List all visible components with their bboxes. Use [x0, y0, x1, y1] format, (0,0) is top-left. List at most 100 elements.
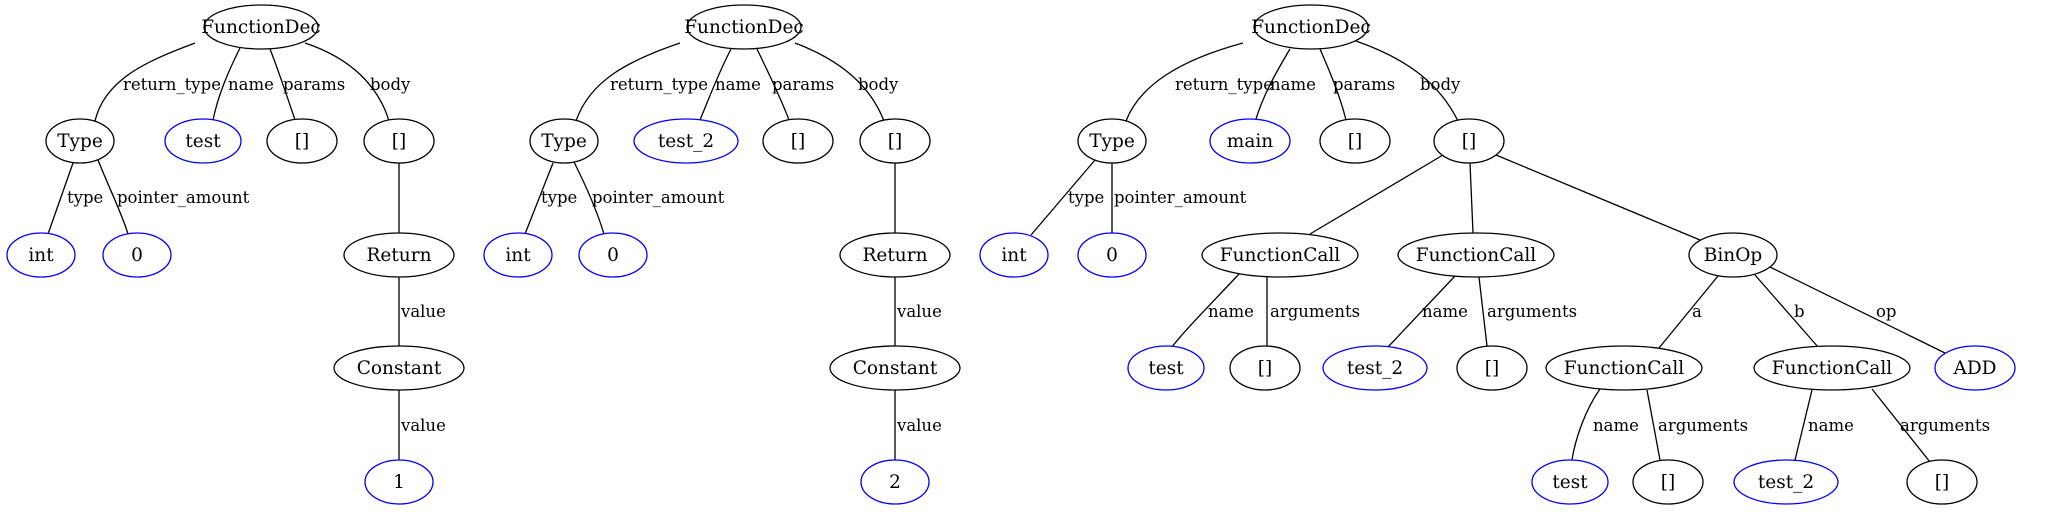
edge-t1_type-t1_ptr: pointer_amount	[97, 159, 250, 235]
node-t3_type: Type	[1077, 118, 1147, 164]
node-t2_constant: Constant	[829, 345, 961, 391]
edge-t3_root-t3_body: body	[1355, 40, 1461, 122]
edge-label: name	[1593, 416, 1639, 435]
edge-line	[1754, 274, 1819, 348]
node-label: FunctionCall	[1416, 245, 1537, 266]
edge-line	[1355, 40, 1459, 122]
edge-label: b	[1794, 302, 1805, 321]
edge-t1_return-t1_constant: value	[398, 277, 446, 346]
edge-t3_binop-t3_a: a	[1658, 275, 1719, 349]
node-ellipse	[529, 118, 599, 164]
node-t3_root: FunctionDec	[1251, 4, 1371, 50]
node-t1_ptr: 0	[102, 232, 172, 278]
edge-label: pointer_amount	[592, 188, 725, 207]
node-ellipse	[1934, 345, 2016, 391]
node-label: Type	[541, 131, 587, 152]
edge-line	[1171, 273, 1240, 348]
edge-line	[1495, 154, 1701, 241]
node-ellipse	[979, 232, 1049, 278]
edge-t3_a-t3_a_name: name	[1571, 388, 1639, 461]
edge-t3_a-t3_a_args: arguments	[1646, 389, 1748, 461]
edge-line	[1469, 162, 1474, 234]
node-ellipse	[839, 232, 951, 278]
edge-line	[1309, 154, 1444, 235]
node-ellipse	[1397, 232, 1555, 278]
node-label: Type	[1089, 131, 1135, 152]
edge-line	[1871, 388, 1931, 463]
node-ellipse	[1253, 4, 1369, 50]
node-ellipse	[6, 232, 76, 278]
edge-line	[1794, 389, 1813, 461]
edge-t3_fc1-t3_fc1_args: arguments	[1266, 277, 1360, 346]
edge-label: arguments	[1900, 416, 1990, 435]
edge-line	[699, 48, 732, 121]
edge-label: params	[1333, 75, 1395, 94]
edge-line	[1125, 42, 1244, 122]
edge-label: value	[400, 416, 446, 435]
node-label: []	[1348, 131, 1362, 152]
edge-line	[794, 42, 885, 122]
edge-t1_root-t1_name: name	[212, 47, 274, 121]
edge-t2_type-t2_ptr: pointer_amount	[573, 161, 725, 235]
node-t3_b: FunctionCall	[1753, 345, 1911, 391]
edge-t3_root-t3_params: params	[1319, 48, 1395, 121]
edge-t1_constant-t1_value: value	[398, 390, 446, 460]
node-ellipse	[1319, 118, 1391, 164]
edge-line	[94, 42, 196, 122]
edge-label: type	[67, 188, 103, 207]
node-ellipse	[363, 118, 435, 164]
node-label: ADD	[1952, 358, 1996, 379]
edge-line	[1387, 275, 1456, 348]
node-t3_binop: BinOp	[1688, 232, 1778, 278]
edge-t3_body-t3_binop	[1495, 154, 1701, 241]
edge-label: a	[1692, 302, 1702, 321]
node-ellipse	[686, 4, 802, 50]
node-label: test	[1148, 358, 1184, 379]
node-label: int	[505, 245, 531, 266]
node-t2_type: Type	[529, 118, 599, 164]
node-t1_type: Type	[45, 118, 115, 164]
edge-label: body	[370, 75, 411, 94]
node-ellipse	[1545, 345, 1703, 391]
node-ellipse	[762, 118, 834, 164]
node-ellipse	[633, 118, 739, 164]
node-t2_int: int	[483, 232, 553, 278]
edge-label: pointer_amount	[1114, 188, 1247, 207]
edge-line	[1571, 388, 1601, 461]
node-t3_a_args: []	[1632, 459, 1704, 505]
node-ellipse	[1906, 459, 1978, 505]
node-t2_root: FunctionDec	[684, 4, 804, 50]
edge-line	[575, 42, 681, 122]
node-ellipse	[343, 232, 455, 278]
node-ellipse	[483, 232, 553, 278]
node-ellipse	[1456, 345, 1528, 391]
node-ellipse	[829, 345, 961, 391]
node-ellipse	[1077, 118, 1147, 164]
edge-t3_fc2-t3_fc2_name: name	[1387, 275, 1468, 348]
edge-label: name	[1270, 75, 1316, 94]
node-label: []	[392, 131, 406, 152]
edge-t2_root-t2_name: name	[699, 48, 761, 121]
edge-label: name	[1422, 302, 1468, 321]
edge-line	[573, 161, 605, 235]
edge-line	[1769, 266, 1946, 354]
node-label: int	[28, 245, 54, 266]
edge-t2_return-t2_constant: value	[894, 277, 942, 346]
edge-t1_root-t1_type: return_type	[94, 42, 221, 122]
node-label: test	[1552, 472, 1588, 493]
node-ellipse	[1733, 459, 1839, 505]
edge-line	[1658, 275, 1719, 349]
node-ellipse	[1077, 232, 1147, 278]
node-label: Constant	[853, 358, 938, 379]
node-ellipse	[1688, 232, 1778, 278]
node-label: []	[1462, 131, 1476, 152]
node-label: 1	[393, 472, 405, 493]
node-t1_params: []	[266, 118, 338, 164]
node-t2_params: []	[762, 118, 834, 164]
edge-t3_fc1-t3_fc1_name: name	[1171, 273, 1254, 348]
edge-label: value	[896, 302, 942, 321]
node-t1_name: test	[164, 118, 242, 164]
node-t3_fc1: FunctionCall	[1201, 232, 1359, 278]
